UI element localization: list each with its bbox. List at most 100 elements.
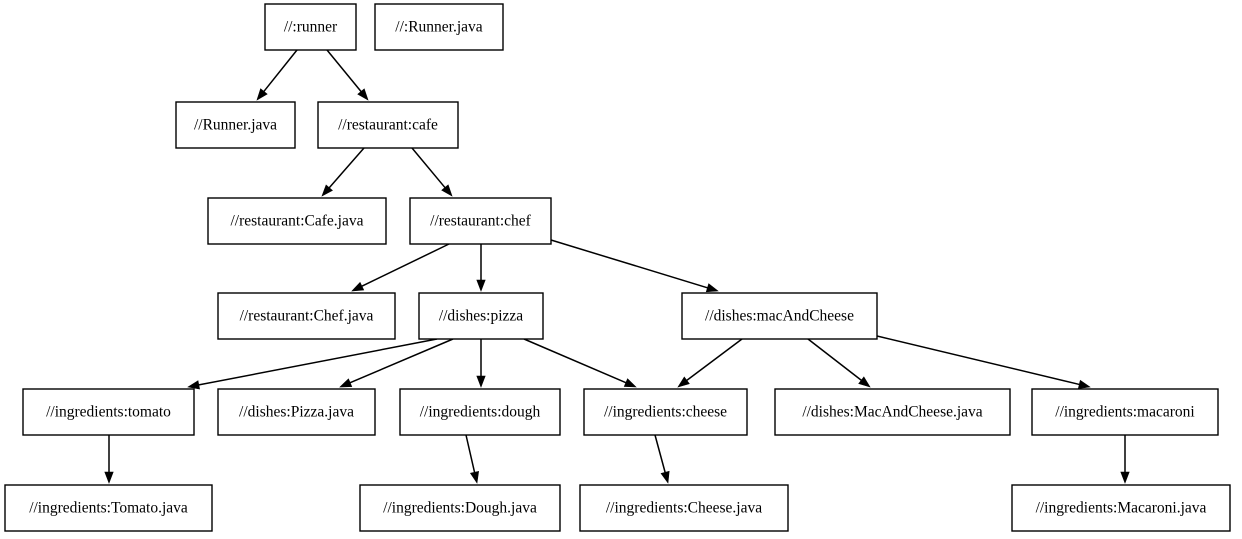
arrowhead-icon	[357, 88, 369, 101]
node-box[interactable]	[1031, 388, 1219, 436]
edge-line	[411, 147, 446, 189]
edges-layer	[104, 49, 1130, 484]
node-box[interactable]	[583, 388, 748, 436]
graph-node-dishes_pizza[interactable]: //dishes:pizza	[418, 292, 544, 340]
node-box[interactable]	[374, 3, 504, 51]
edge-line	[550, 239, 708, 289]
node-box[interactable]	[22, 388, 195, 436]
arrowhead-icon	[476, 279, 486, 292]
node-box[interactable]	[175, 101, 296, 149]
node-label: //ingredients:dough	[420, 404, 541, 421]
arrowhead-icon	[660, 470, 670, 484]
node-label: //dishes:MacAndCheese.java	[802, 404, 982, 421]
node-label: //ingredients:Tomato.java	[29, 500, 188, 517]
node-label: //dishes:macAndCheese	[705, 308, 854, 325]
edge-line	[328, 147, 365, 189]
node-label: //:runner	[284, 19, 338, 36]
edge-line	[349, 338, 454, 384]
graph-node-ing_tomato_java[interactable]: //ingredients:Tomato.java	[4, 484, 213, 532]
arrowhead-icon	[104, 471, 114, 484]
graph-edge	[550, 239, 719, 293]
node-box[interactable]	[207, 197, 387, 245]
node-label: //restaurant:chef	[430, 213, 532, 230]
arrowhead-icon	[321, 184, 333, 197]
node-box[interactable]	[264, 3, 357, 51]
node-box[interactable]	[418, 292, 544, 340]
arrowhead-icon	[351, 281, 365, 292]
node-label: //:Runner.java	[395, 19, 483, 36]
graph-edge	[339, 338, 454, 388]
node-box[interactable]	[317, 101, 459, 149]
node-label: //ingredients:Dough.java	[383, 500, 537, 517]
graph-node-restaurant_cafe_java[interactable]: //restaurant:Cafe.java	[207, 197, 387, 245]
node-label: //dishes:Pizza.java	[239, 404, 354, 421]
graph-edge	[351, 243, 450, 292]
graph-node-restaurant_cafe[interactable]: //restaurant:cafe	[317, 101, 459, 149]
graph-node-dishes_pizza_java[interactable]: //dishes:Pizza.java	[217, 388, 376, 436]
graph-node-ing_cheese[interactable]: //ingredients:cheese	[583, 388, 748, 436]
graph-edge	[465, 434, 479, 484]
node-box[interactable]	[579, 484, 789, 532]
arrowhead-icon	[441, 184, 453, 197]
graph-node-runner[interactable]: //:runner	[264, 3, 357, 51]
edge-line	[326, 49, 362, 92]
edge-line	[465, 434, 476, 473]
node-label: //ingredients:cheese	[604, 404, 727, 421]
graph-edge	[807, 338, 871, 388]
graph-edge	[104, 435, 114, 484]
graph-edge	[876, 335, 1091, 389]
edge-line	[654, 434, 666, 473]
arrowhead-icon	[187, 380, 200, 390]
graph-node-ing_tomato[interactable]: //ingredients:tomato	[22, 388, 195, 436]
arrowhead-icon	[1077, 379, 1091, 389]
graph-node-ing_dough[interactable]: //ingredients:dough	[399, 388, 561, 436]
graph-edge	[476, 339, 486, 388]
node-box[interactable]	[399, 388, 561, 436]
arrowhead-icon	[256, 88, 268, 101]
arrowhead-icon	[1120, 471, 1130, 484]
graph-edge	[326, 49, 369, 101]
arrowhead-icon	[705, 283, 719, 293]
nodes-layer: //:runner //:Runner.java //Runner.java //re…	[4, 3, 1231, 532]
node-box[interactable]	[1011, 484, 1231, 532]
node-box[interactable]	[359, 484, 561, 532]
graph-node-ing_macaroni_java[interactable]: //ingredients:Macaroni.java	[1011, 484, 1231, 532]
graph-node-runner_java[interactable]: //Runner.java	[175, 101, 296, 149]
graph-node-dishes_mac_java[interactable]: //dishes:MacAndCheese.java	[774, 388, 1011, 436]
arrowhead-icon	[677, 376, 690, 388]
node-box[interactable]	[409, 197, 552, 245]
node-box[interactable]	[774, 388, 1011, 436]
node-box[interactable]	[681, 292, 878, 340]
edge-line	[523, 338, 627, 384]
edge-line	[876, 335, 1080, 386]
edge-line	[807, 338, 862, 381]
edge-line	[361, 243, 450, 287]
graph-edge	[476, 244, 486, 292]
arrowhead-icon	[623, 378, 637, 388]
graph-node-ing_macaroni[interactable]: //ingredients:macaroni	[1031, 388, 1219, 436]
node-label: //restaurant:Cafe.java	[231, 213, 364, 230]
node-box[interactable]	[217, 388, 376, 436]
arrowhead-icon	[476, 375, 486, 388]
graph-node-runner_java_root[interactable]: //:Runner.java	[374, 3, 504, 51]
graph-edge	[411, 147, 453, 197]
graph-node-ing_cheese_java[interactable]: //ingredients:Cheese.java	[579, 484, 789, 532]
graph-edge	[187, 338, 438, 390]
graph-node-restaurant_chef_java[interactable]: //restaurant:Chef.java	[217, 292, 396, 340]
graph-node-ing_dough_java[interactable]: //ingredients:Dough.java	[359, 484, 561, 532]
graph-node-dishes_macandcheese[interactable]: //dishes:macAndCheese	[681, 292, 878, 340]
node-label: //restaurant:Chef.java	[240, 308, 374, 325]
node-box[interactable]	[217, 292, 396, 340]
node-box[interactable]	[4, 484, 213, 532]
node-label: //ingredients:macaroni	[1055, 404, 1195, 421]
arrowhead-icon	[858, 376, 871, 388]
graph-edge	[654, 434, 670, 484]
arrowhead-icon	[339, 378, 353, 388]
node-label: //Runner.java	[194, 117, 277, 134]
arrowhead-icon	[469, 470, 479, 484]
graph-node-restaurant_chef[interactable]: //restaurant:chef	[409, 197, 552, 245]
node-label: //ingredients:Macaroni.java	[1036, 500, 1207, 517]
node-label: //ingredients:Cheese.java	[606, 500, 762, 517]
